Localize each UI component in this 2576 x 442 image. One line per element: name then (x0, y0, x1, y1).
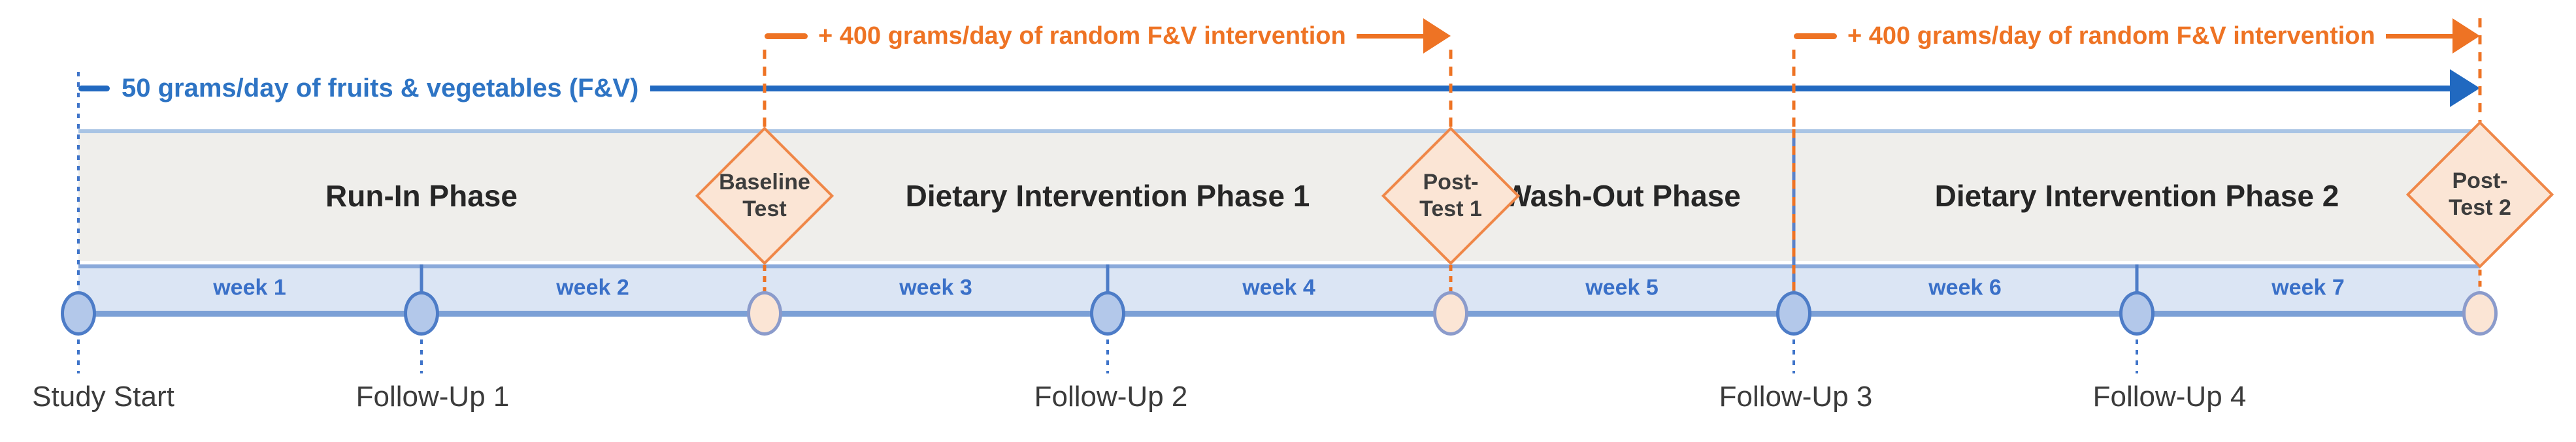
week-label-5: week 5 (1585, 275, 1659, 300)
post-test-1-dashed-line (1449, 50, 1453, 127)
baseline-test-diamond-label: Baseline Test (719, 169, 810, 223)
post-test-1-connector (1449, 265, 1453, 292)
post-test-1-line-1: Post- (1423, 170, 1479, 195)
week-label-6: week 6 (1928, 275, 2002, 300)
arrow-tail-segment (78, 85, 110, 91)
week-label-3: week 3 (899, 275, 972, 300)
study-start-label-connector (77, 339, 80, 373)
week-label-4: week 4 (1242, 275, 1315, 300)
phase-band (78, 129, 2480, 261)
post-test-2-node (2462, 291, 2498, 336)
arrow-tail-segment (1794, 33, 1837, 39)
week-band (78, 264, 2480, 317)
post-test-2-connector (2478, 270, 2482, 292)
follow-up-3-dashed-line-top (1792, 50, 1796, 129)
post-test-2-line-2: Test 2 (2449, 195, 2511, 220)
follow-up-3-label-connector (1792, 339, 1795, 373)
week-boundary-line-follow-up-2 (1106, 264, 1110, 294)
phase-label-intervention-1: Dietary Intervention Phase 1 (905, 179, 1310, 213)
week-boundary-line-follow-up-4 (2135, 264, 2139, 294)
post-test-2-dashed-line (2478, 18, 2482, 122)
arrow-head-icon (2450, 69, 2480, 107)
intervention-arrow-2-label: + 400 grams/day of random F&V interventi… (1847, 22, 2375, 50)
week-boundary-line-follow-up-1 (420, 264, 423, 294)
post-test-2-line-1: Post- (2452, 168, 2508, 194)
follow-up-4-label: Follow-Up 4 (2092, 381, 2247, 413)
post-test-1-node (1433, 291, 1468, 336)
intervention-arrow-2: + 400 grams/day of random F&V interventi… (1794, 18, 2480, 54)
arrow-shaft (1356, 33, 1423, 39)
arrow-head-icon (2452, 18, 2480, 54)
baseline-test-dashed-line (763, 50, 767, 127)
baseline-test-node (747, 291, 782, 336)
week-label-1: week 1 (213, 275, 286, 300)
post-test-1-diamond-label: Post- Test 1 (1419, 169, 1482, 223)
phase-label-intervention-2: Dietary Intervention Phase 2 (1934, 179, 2339, 213)
arrow-tail-segment (765, 33, 808, 39)
fv-baseline-arrow-label: 50 grams/day of fruits & vegetables (F&V… (122, 73, 639, 103)
study-start-node (61, 291, 96, 336)
baseline-test-connector (763, 265, 767, 292)
phase-label-run-in: Run-In Phase (325, 179, 518, 213)
follow-up-1-node (404, 291, 439, 336)
week-label-2: week 2 (556, 275, 629, 300)
follow-up-1-label: Follow-Up 1 (355, 381, 510, 413)
post-test-2-diamond-label: Post- Test 2 (2449, 168, 2511, 221)
intervention-arrow-1-label: + 400 grams/day of random F&V interventi… (818, 22, 1346, 50)
week-label-7: week 7 (2271, 275, 2345, 300)
follow-up-1-label-connector (420, 339, 423, 373)
arrow-shaft (650, 85, 2450, 91)
follow-up-4-node (2119, 291, 2155, 336)
follow-up-3-label: Follow-Up 3 (1719, 381, 1873, 413)
fv-baseline-arrow: 50 grams/day of fruits & vegetables (F&V… (78, 69, 2480, 107)
follow-up-4-label-connector (2136, 339, 2138, 373)
follow-up-2-label-connector (1106, 339, 1109, 373)
follow-up-3-node (1776, 291, 1811, 336)
baseline-test-line-1: Baseline (719, 170, 810, 195)
study-start-dotted-line (77, 72, 80, 291)
post-test-1-line-2: Test 1 (1419, 197, 1482, 221)
study-start-label: Study Start (32, 381, 174, 413)
baseline-test-line-2: Test (742, 197, 787, 221)
arrow-head-icon (1423, 18, 1451, 54)
intervention-arrow-1: + 400 grams/day of random F&V interventi… (765, 18, 1451, 54)
arrow-shaft (2385, 33, 2452, 39)
follow-up-2-label: Follow-Up 2 (1034, 381, 1188, 413)
phase-label-wash-out: Wash-Out Phase (1503, 179, 1741, 213)
follow-up-3-dashed-line-band (1792, 129, 1796, 291)
follow-up-2-node (1090, 291, 1125, 336)
